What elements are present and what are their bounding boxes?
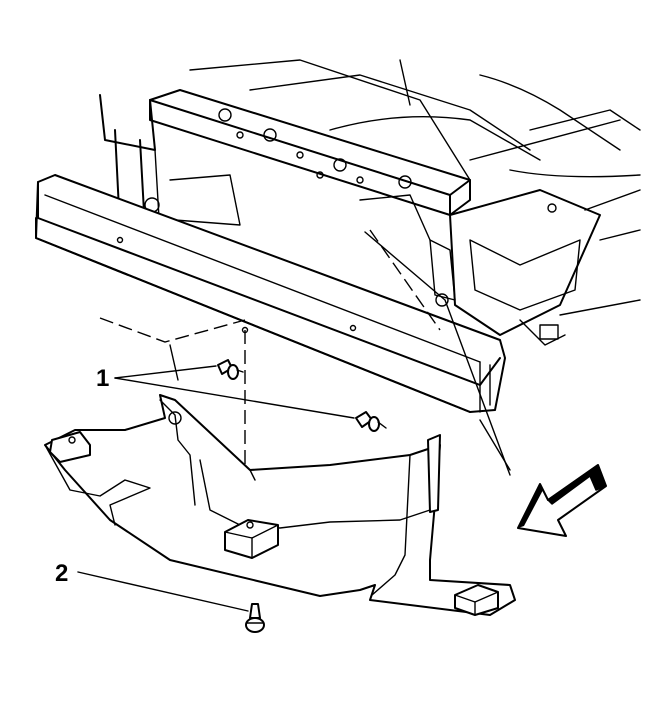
air-deflector-panel — [44, 394, 516, 616]
alignment-lines — [99, 229, 511, 520]
front-direction-arrow-icon — [517, 464, 607, 537]
callout-leaders — [77, 365, 355, 612]
bumper-impact-bar — [35, 174, 506, 413]
retainer-fastener-upper — [217, 359, 244, 380]
callout-label-1: 1 — [96, 365, 109, 392]
retainer-fastener-lower — [355, 411, 387, 432]
callout-label-2: 2 — [55, 560, 68, 587]
retainer-fastener-bottom — [245, 603, 265, 633]
